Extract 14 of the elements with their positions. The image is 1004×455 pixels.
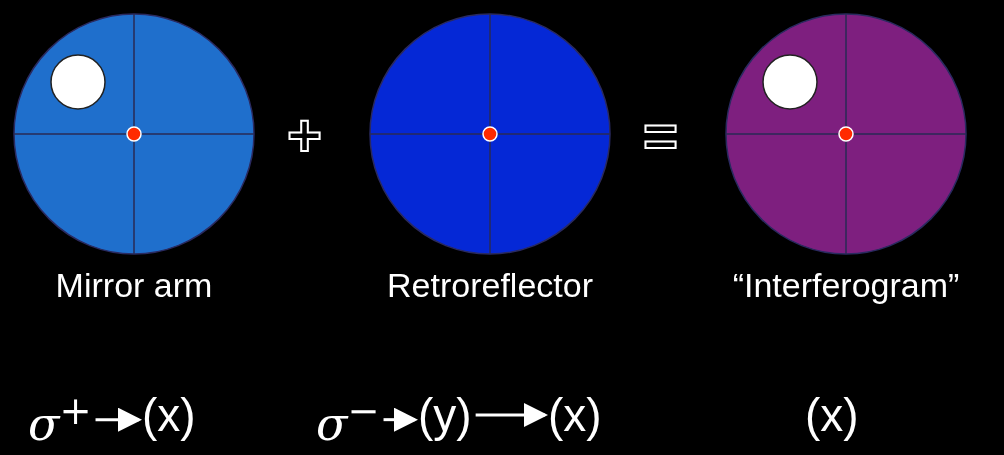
operator-sign: = [643,106,679,166]
axis-label: (y) [418,389,472,441]
polarization-symbol: σ$^{−}$ [316,397,380,452]
arrow [95,407,142,432]
axis-label: (x) [142,389,196,441]
polarization-symbol: σ$^{+}$ [28,397,92,452]
axis-label: (x) [805,389,859,441]
node-label: Retroreflector [387,266,593,305]
node-label: Mirror arm [55,266,213,305]
axis-label: (x) [548,389,602,441]
node-label: “Interferogram” [732,266,960,305]
arrow [475,403,548,427]
arrow [383,407,418,432]
operator-sign: + [287,106,323,166]
